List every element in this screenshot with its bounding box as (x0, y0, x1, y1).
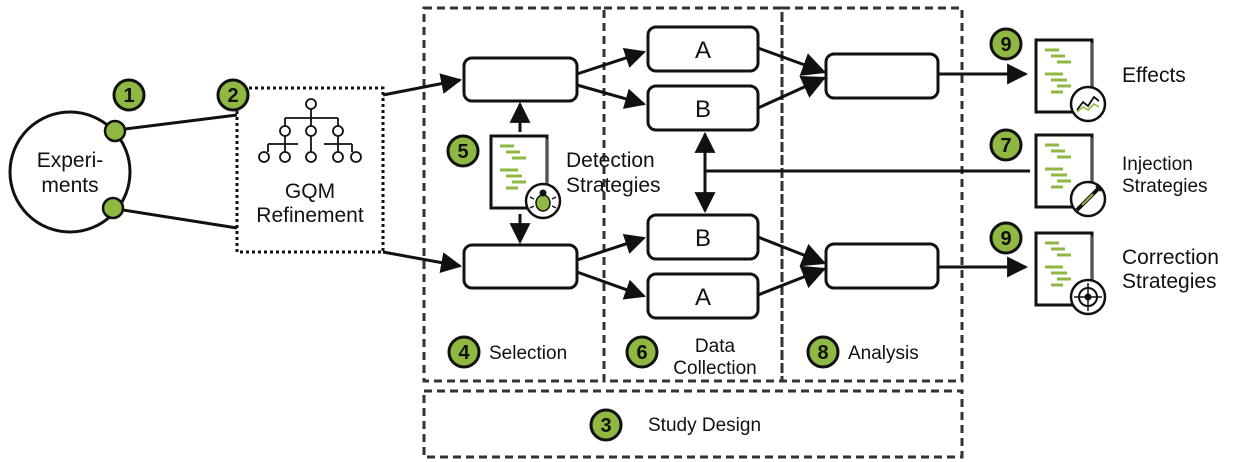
edge-selection-bottom-to-b (576, 233, 646, 262)
data-collection-label-line2: Collection (673, 358, 756, 379)
step-badge-8: 8 (806, 335, 840, 369)
svg-text:1: 1 (123, 85, 134, 107)
edge-gqm-selection-bottom (382, 250, 463, 273)
analysis-phase-label: Analysis (848, 343, 919, 364)
group-b-top-label: B (695, 96, 711, 123)
study-design-label: Study Design (648, 415, 761, 436)
step-badge-3: 3 (589, 408, 623, 442)
svg-text:3: 3 (600, 415, 611, 437)
injection-label-line1: Injection (1122, 154, 1193, 175)
document-chart-icon (1034, 38, 1107, 123)
svg-text:9: 9 (1000, 34, 1011, 56)
correction-label-line2: Strategies (1122, 270, 1217, 293)
analysis-box-bottom (824, 242, 940, 290)
group-a-bottom-box (646, 272, 760, 320)
effects-label: Effects (1122, 64, 1186, 87)
experiments-label-line2: ments (41, 174, 98, 197)
document-target-icon (1034, 231, 1107, 316)
experiments-label-line1: Experi- (37, 149, 104, 172)
detection-label-line1: Detection (566, 149, 655, 172)
selection-phase-label: Selection (489, 343, 567, 364)
selection-box-top (462, 56, 579, 103)
svg-text:4: 4 (458, 342, 470, 364)
edge-b-bottom-to-analysis (757, 235, 827, 267)
step-badge-6: 6 (625, 335, 659, 369)
svg-text:5: 5 (457, 141, 468, 163)
svg-text:6: 6 (636, 342, 647, 364)
svg-text:8: 8 (817, 342, 828, 364)
study-design-frame (422, 389, 964, 459)
edge-a-bottom-to-analysis (757, 265, 827, 297)
step-badge-1: 1 (112, 78, 146, 112)
edge-experiments-gqm-bottom (122, 208, 238, 230)
step-badge-9-effects: 9 (989, 27, 1023, 61)
edge-gqm-selection-top (382, 73, 463, 97)
edge-experiments-gqm-top (124, 113, 238, 131)
injection-label-line2: Strategies (1122, 176, 1208, 197)
gqm-label-line1: GQM (285, 180, 335, 203)
experiments-port-bottom (101, 196, 125, 220)
edge-selection-bottom-to-a (576, 270, 646, 300)
step-badge-7: 7 (989, 128, 1023, 162)
edge-selection-top-to-b (576, 83, 647, 109)
gqm-refinement-box (235, 86, 385, 254)
data-collection-label-line1: Data (695, 336, 736, 357)
selection-box-bottom (462, 243, 579, 290)
group-a-bottom-label: A (695, 284, 711, 311)
experiments-node (8, 110, 132, 234)
step-badge-5: 5 (446, 134, 480, 168)
document-bug-icon (489, 134, 562, 220)
svg-text:9: 9 (1000, 228, 1011, 250)
analysis-box-top (824, 52, 940, 100)
step-badge-2: 2 (216, 78, 250, 112)
experiments-port-top (103, 119, 127, 143)
correction-label-line1: Correction (1122, 246, 1219, 269)
group-a-top-label: A (695, 37, 711, 64)
svg-text:7: 7 (1000, 135, 1011, 157)
edge-a-top-to-analysis (757, 46, 827, 76)
data-collection-phase-frame (602, 6, 784, 383)
step-badge-4: 4 (447, 335, 481, 369)
edge-selection-top-to-a (576, 47, 646, 76)
document-syringe-icon (1034, 133, 1107, 218)
detection-label-line2: Strategies (566, 174, 661, 197)
analysis-phase-frame (780, 6, 964, 383)
step-badge-9-correction: 9 (989, 221, 1023, 255)
svg-text:2: 2 (227, 85, 238, 107)
gqm-label-line2: Refinement (256, 204, 364, 227)
edge-b-top-to-analysis (757, 76, 827, 110)
group-b-bottom-label: B (695, 225, 711, 252)
hierarchy-tree-icon (258, 98, 362, 163)
